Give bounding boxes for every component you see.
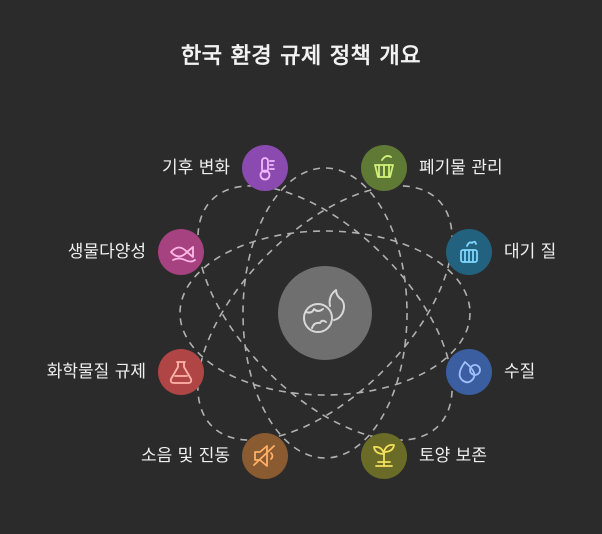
node-label-biodiv: 생물다양성: [67, 242, 146, 262]
node-climate: [242, 145, 288, 191]
node-label-noise: 소음 및 진동: [140, 446, 230, 466]
node-label-waste: 폐기물 관리: [419, 158, 503, 178]
node-air: [446, 229, 492, 275]
globe-fire-icon: [303, 289, 345, 333]
node-soil: [361, 433, 407, 479]
node-label-water: 수질: [504, 362, 536, 382]
node-circle-climate: [242, 145, 288, 191]
sprout-icon: [373, 443, 395, 467]
chemical-bottle-icon: [169, 361, 193, 384]
recycle-basket-icon: [374, 155, 394, 178]
node-label-air: 대기 질: [504, 242, 557, 262]
thermometer-icon: [259, 157, 275, 181]
node-chemical: [158, 349, 204, 395]
water-drop-icon: [458, 361, 481, 384]
node-waste: [361, 145, 407, 191]
mute-speaker-icon: [253, 445, 275, 467]
node-biodiv: [158, 229, 204, 275]
node-label-climate: 기후 변화: [162, 158, 230, 178]
page-title: 한국 환경 규제 정책 개요: [180, 44, 422, 69]
orbit-ellipse-diagonal-b: [197, 185, 453, 441]
node-label-chemical: 화학물질 규제: [46, 362, 146, 382]
node-circle-noise: [242, 433, 288, 479]
node-circle-water: [446, 349, 492, 395]
node-noise: [242, 433, 288, 479]
node-label-soil: 토양 보존: [419, 446, 487, 466]
node-water: [446, 349, 492, 395]
orbit-ellipse-vertical: [242, 167, 408, 459]
orbit-ellipse-diagonal-a: [197, 185, 453, 441]
fish-icon: [170, 246, 196, 263]
node-circle-biodiv: [158, 229, 204, 275]
orbit-lines: [179, 167, 471, 459]
orbit-ellipse-horizontal: [179, 230, 471, 396]
node-circle-chemical: [158, 349, 204, 395]
air-filter-icon: [460, 240, 478, 263]
center-hub: [278, 266, 372, 360]
